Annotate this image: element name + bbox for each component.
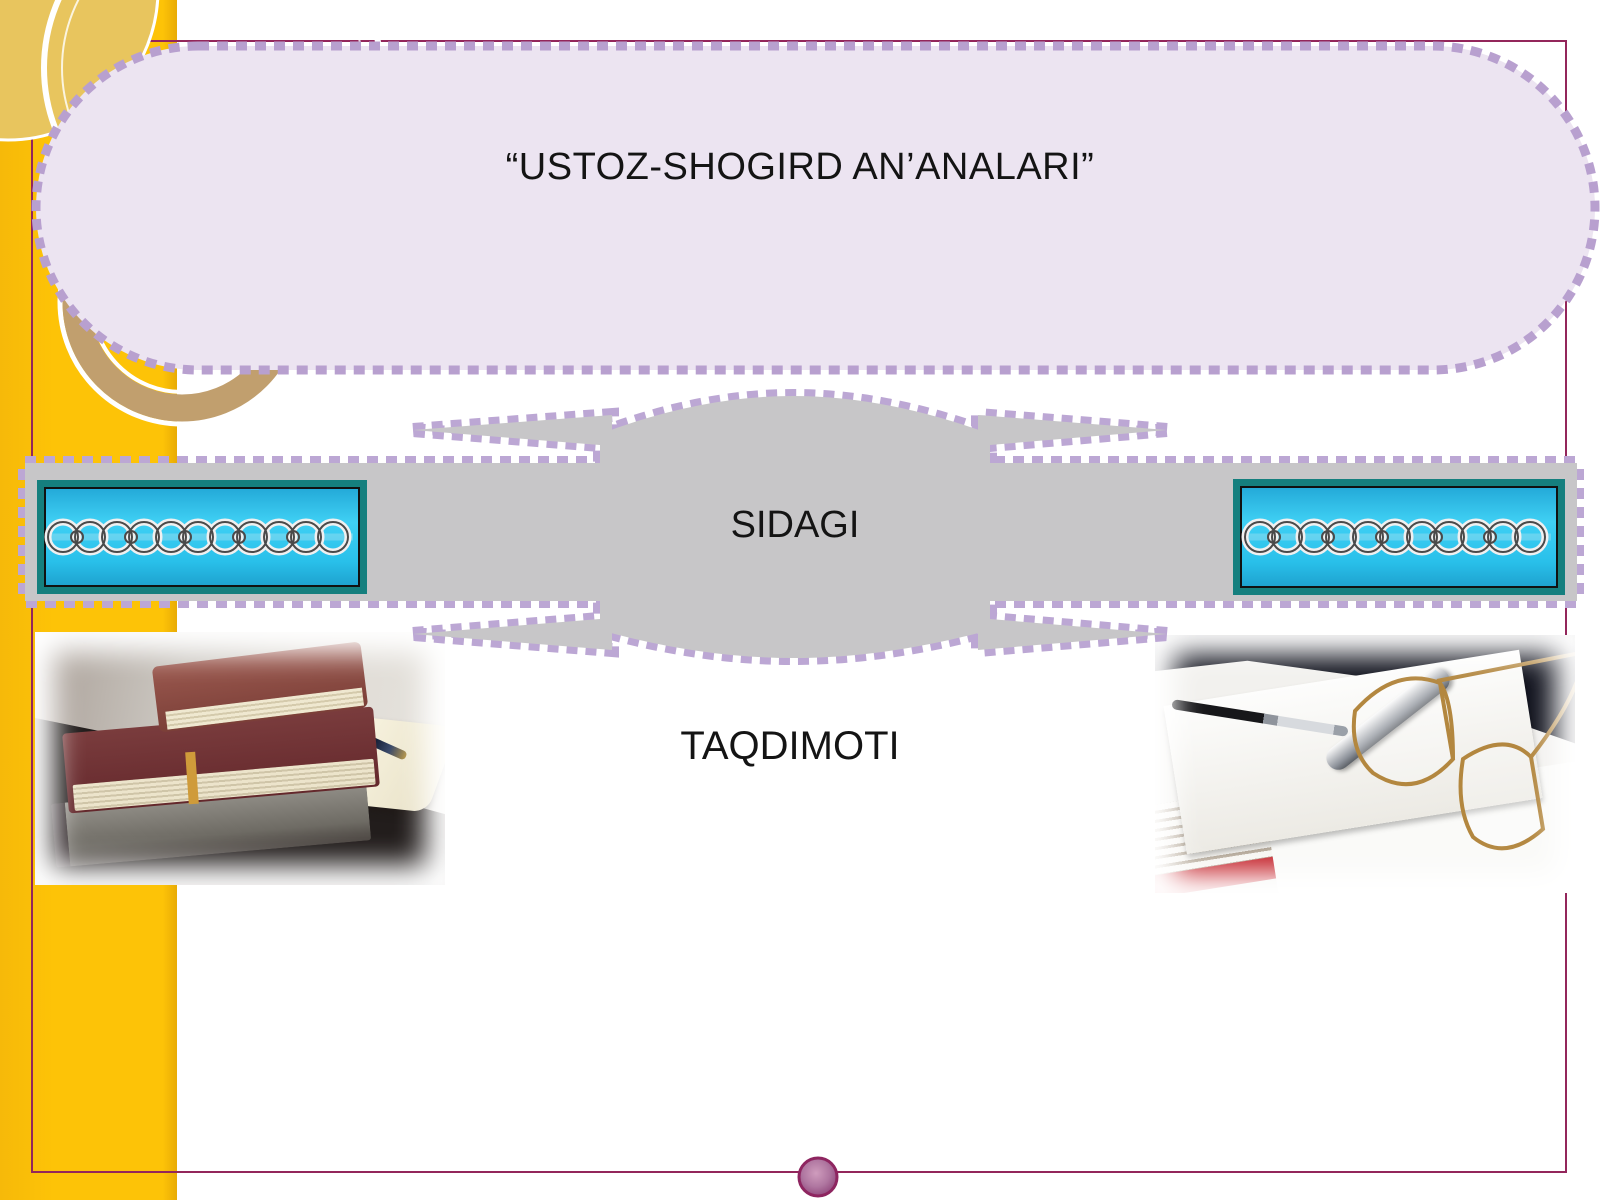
right-ornament-image: [1233, 479, 1565, 595]
slide-title: “USTOZ-SHOGIRD AN’ANALARI”: [505, 146, 1095, 188]
documents-photo: [1155, 635, 1575, 893]
title-shape: [31, 41, 1600, 375]
left-ornament-image: [37, 480, 367, 594]
banner-label: SIDAGI: [730, 504, 860, 546]
eyeglasses-icon: [1351, 651, 1575, 851]
books-photo: [35, 632, 445, 885]
frame-gem-ornament: [797, 1156, 839, 1198]
caption-label: TAQDIMOTI: [680, 724, 900, 768]
